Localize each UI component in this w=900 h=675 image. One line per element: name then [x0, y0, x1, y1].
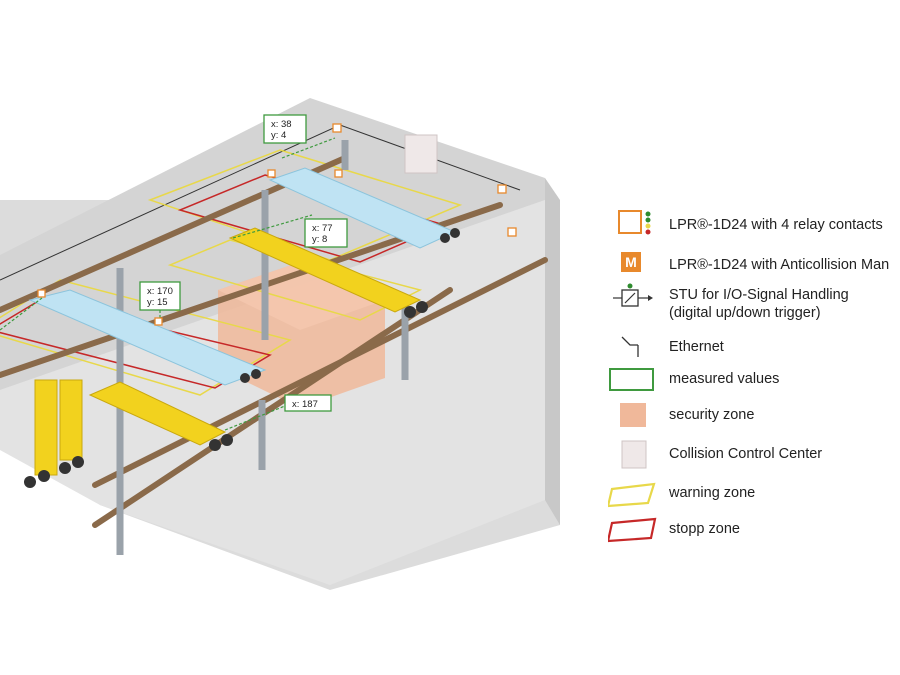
measured-box-3-x: x: 170 — [147, 286, 173, 297]
legend-label: Collision Control Center — [669, 446, 823, 462]
legend-label: LPR®-1D24 with Anticollision Man — [669, 257, 890, 273]
security-zone-top — [218, 262, 385, 330]
svg-text:M: M — [625, 254, 637, 270]
measured-box-4: x: 187 — [284, 394, 332, 412]
legend-item-relay: LPR®-1D24 with 4 relay contacts — [608, 209, 900, 239]
legend-label: security zone — [669, 407, 755, 423]
sensors — [37, 123, 517, 326]
collision-control-center — [404, 134, 438, 174]
legend-item-anticollision: M LPR®-1D24 with Anticollision Man — [608, 248, 900, 278]
legend-label-2: (digital up/down trigger) — [669, 305, 821, 321]
measured-box-2-x: x: 77 — [312, 223, 333, 234]
anticollision-sensor-icon: M — [621, 252, 641, 272]
stopp-zone-icon — [608, 517, 657, 543]
legend-item-ethernet: Ethernet — [608, 331, 900, 361]
measured-box-2: x: 77 y: 8 — [304, 218, 348, 248]
legend-label: warning zone — [669, 485, 756, 501]
hall-right-wall — [545, 178, 560, 525]
measured-box-2-y: y: 8 — [312, 234, 327, 245]
legend-item-ccc: Collision Control Center — [608, 439, 900, 469]
yellow-cranes — [34, 227, 422, 476]
measured-box-4-x: x: 187 — [292, 399, 318, 410]
legend-label: STU for I/O-Signal Handling — [669, 287, 849, 303]
legend-item-measured: measured values — [608, 364, 900, 394]
legend-label: stopp zone — [669, 521, 740, 537]
legend-label: Ethernet — [669, 339, 724, 355]
legend-item-warning: warning zone — [608, 479, 900, 509]
legend: LPR®-1D24 with 4 relay contacts M LPR®-1… — [608, 205, 900, 545]
legend-item-security: security zone — [608, 400, 900, 430]
legend-item-stu: STU for I/O-Signal Handling (digital up/… — [608, 282, 900, 328]
collision-control-center-icon — [621, 440, 647, 469]
security-zone-icon — [620, 403, 646, 427]
relay-sensor-icon — [618, 210, 651, 235]
measured-box-3-y: y: 15 — [147, 297, 168, 308]
measured-box-1-x: x: 38 — [271, 119, 292, 130]
measured-values-icon — [609, 368, 654, 391]
measured-lines — [0, 137, 336, 431]
warning-zone-icon — [608, 482, 656, 508]
stu-icon — [613, 283, 653, 307]
legend-item-stopp: stopp zone — [608, 515, 900, 545]
measured-box-3: x: 170 y: 15 — [139, 281, 181, 311]
crane-wheels — [24, 228, 460, 488]
measured-box-1-y: y: 4 — [271, 130, 286, 141]
legend-label: LPR®-1D24 with 4 relay contacts — [669, 217, 883, 233]
legend-label: measured values — [669, 371, 780, 387]
ethernet-icon — [621, 336, 639, 357]
measured-box-1: x: 38 y: 4 — [263, 114, 307, 144]
